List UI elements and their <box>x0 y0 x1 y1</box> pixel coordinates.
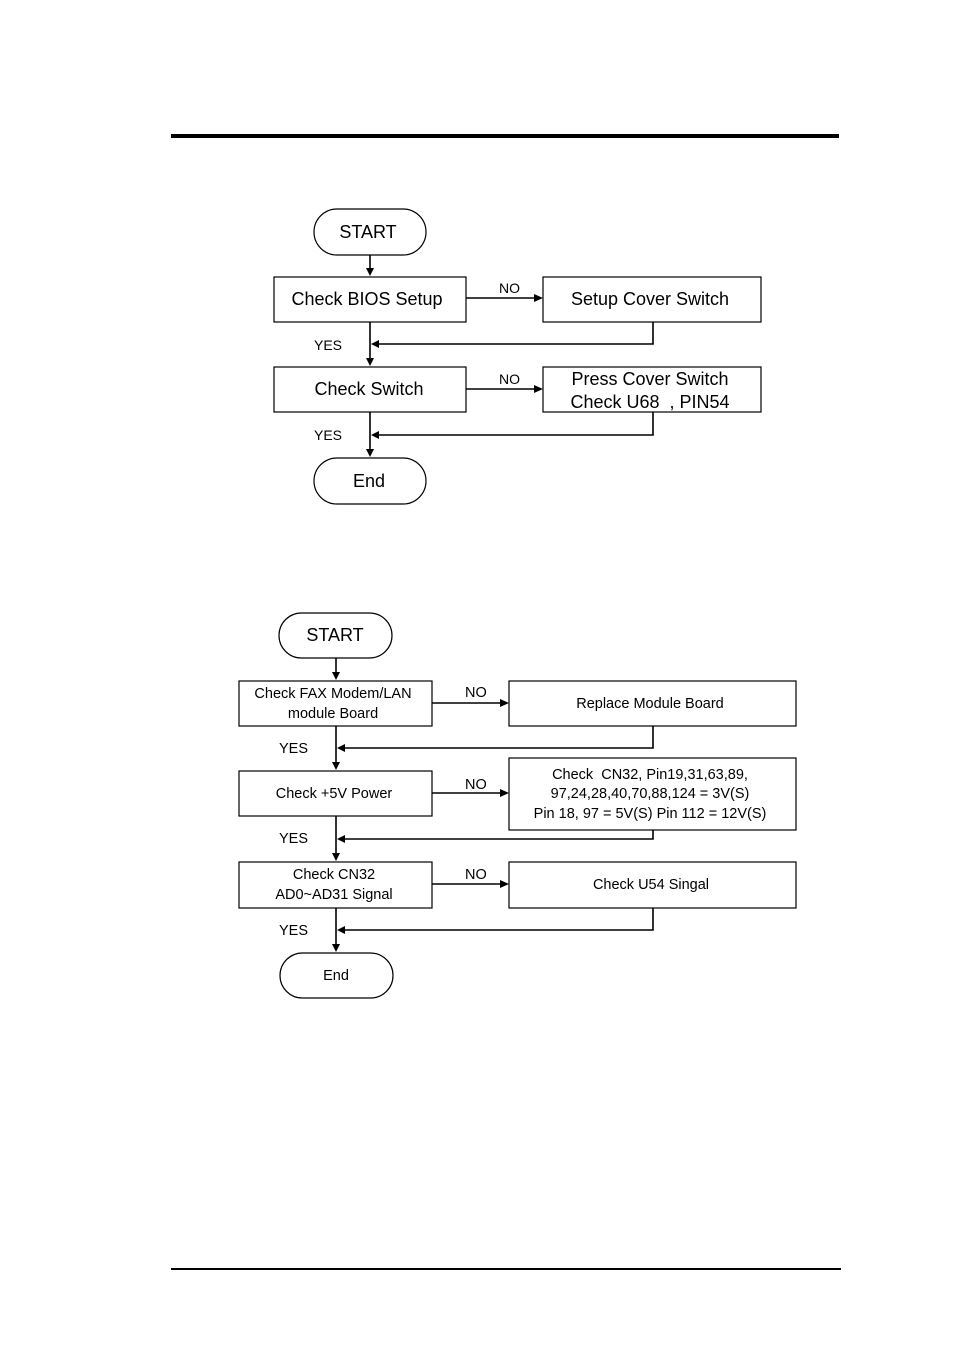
check-cn32-pins-line2: 97,24,28,40,70,88,124 = 3V(S) <box>551 786 750 802</box>
check-bios-setup-label: Check BIOS Setup <box>291 289 442 309</box>
setup-cover-switch-label: Setup Cover Switch <box>571 289 729 309</box>
yes-label-2c: YES <box>279 923 308 939</box>
flowchart-fax-modem-lan: START Check FAX Modem/LAN module Board N… <box>238 612 797 999</box>
check-fax-modem-line2: module Board <box>288 706 378 722</box>
press-cover-switch-box <box>542 366 762 413</box>
flowchart-cover-switch: START Check BIOS Setup NO Setup Cover Sw… <box>273 208 762 505</box>
end-terminal-2 <box>279 952 394 999</box>
yes-label-2a: YES <box>279 741 308 757</box>
no-label-2a: NO <box>465 685 487 701</box>
replace-module-board-box <box>508 680 797 727</box>
footer-rule <box>171 1268 841 1270</box>
start-label-2: START <box>306 625 363 645</box>
check-cn32-pins-line3: Pin 18, 97 = 5V(S) Pin 112 = 12V(S) <box>534 806 767 822</box>
check-5v-power-label: Check +5V Power <box>276 786 393 802</box>
no-label-2b: NO <box>465 777 487 793</box>
yes-label-1b: YES <box>314 427 342 443</box>
no-label-1b: NO <box>499 371 520 387</box>
check-switch-label: Check Switch <box>314 379 423 399</box>
check-bios-setup-box <box>273 276 467 323</box>
check-cn32-signal-box <box>238 861 433 909</box>
setup-cover-switch-box <box>542 276 762 323</box>
press-cover-switch-line2: Check U68 , PIN54 <box>570 392 729 412</box>
end-label-2: End <box>323 968 349 984</box>
end-terminal-1 <box>313 457 427 505</box>
yes-label-2b: YES <box>279 831 308 847</box>
no-label-2c: NO <box>465 867 487 883</box>
check-u54-box <box>508 861 797 909</box>
no-label-1a: NO <box>499 280 520 296</box>
replace-module-board-label: Replace Module Board <box>576 696 724 712</box>
start-label-1: START <box>339 222 396 242</box>
header-rule <box>171 134 839 138</box>
check-cn32-signal-line1: Check CN32 <box>293 867 375 883</box>
yes-label-1a: YES <box>314 337 342 353</box>
check-switch-box <box>273 366 467 413</box>
check-cn32-pins-box <box>508 757 797 831</box>
check-cn32-signal-line2: AD0~AD31 Signal <box>275 887 392 903</box>
end-label-1: End <box>353 471 385 491</box>
check-fax-modem-box <box>238 680 433 727</box>
press-cover-switch-line1: Press Cover Switch <box>571 369 728 389</box>
check-fax-modem-line1: Check FAX Modem/LAN <box>254 686 411 702</box>
check-cn32-pins-line1: Check CN32, Pin19,31,63,89, <box>552 767 748 783</box>
check-u54-label: Check U54 Singal <box>593 877 709 893</box>
